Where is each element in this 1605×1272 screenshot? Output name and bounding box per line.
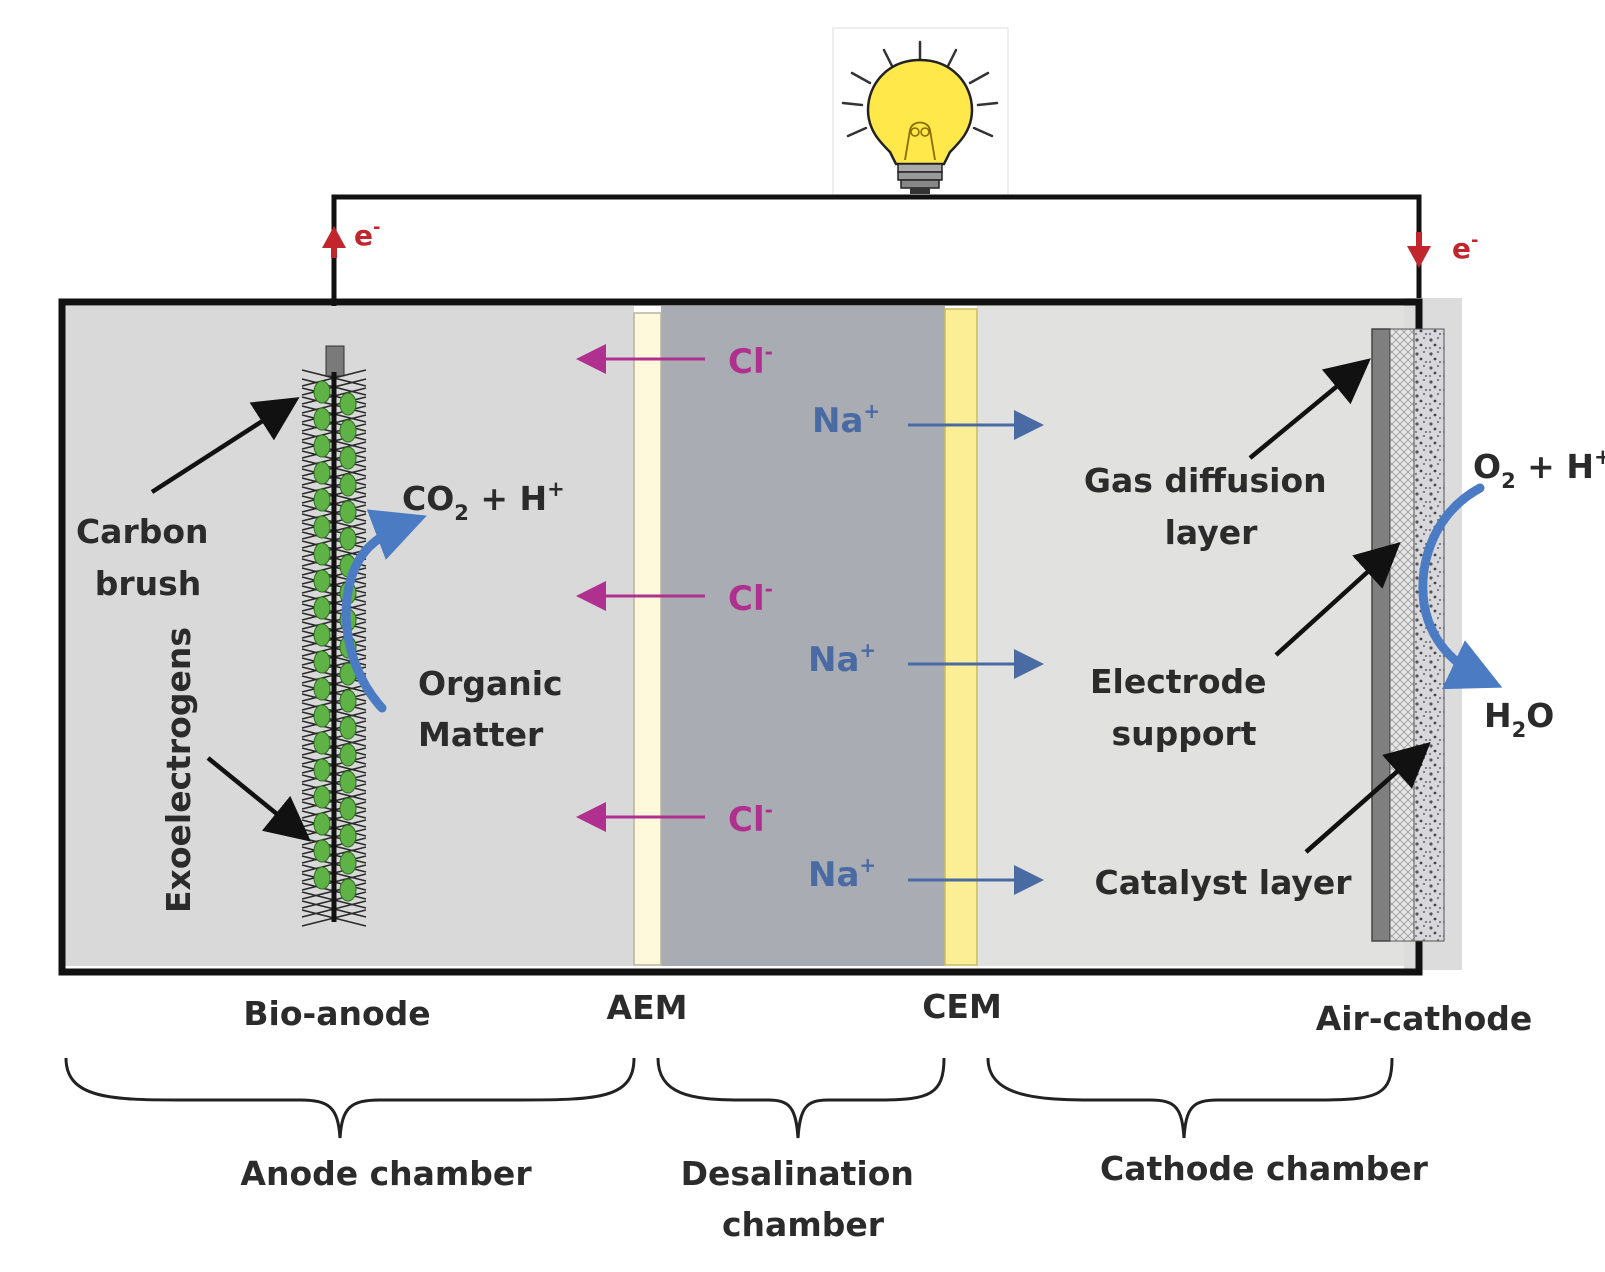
exoelectrogens-pointer: [206, 756, 311, 842]
exoelectrogen-cell: [313, 866, 331, 890]
exoelectrogen-cell: [313, 623, 331, 647]
gas-diffusion-layer-pointer: [1248, 358, 1371, 460]
desalination-chamber-fill: [661, 306, 945, 966]
exoelectrogen-cell: [313, 758, 331, 782]
exoelectrogen-cell: [339, 770, 357, 794]
catalyst-layer-label: Catalyst layer: [1095, 863, 1353, 902]
exoelectrogen-cell: [313, 488, 331, 512]
chloride-ion-label-1: Cl-: [728, 340, 773, 382]
exoelectrogen-cell: [313, 839, 331, 863]
exoelectrogen-cell: [313, 542, 331, 566]
sodium-ion-label-1: Na+: [812, 399, 880, 441]
cem-label: CEM: [922, 987, 1002, 1026]
organic-oxidation-arrow: [341, 509, 427, 713]
carbon-brush-icon: [301, 345, 367, 927]
cathode-chamber-fill: [977, 306, 1404, 966]
exoelectrogen-cell: [313, 380, 331, 404]
electron-flow-right: e-: [1407, 230, 1478, 268]
cathode-product-label: H2O: [1484, 696, 1554, 742]
cathode-chamber-brace: [986, 1057, 1394, 1139]
exoelectrogen-cell: [339, 500, 357, 524]
exoelectrogen-cell: [339, 824, 357, 848]
chloride-ion-label-3: Cl-: [728, 798, 773, 840]
light-bulb-icon: [832, 27, 1009, 197]
exoelectrogen-cell: [313, 461, 331, 485]
anode-chamber-brace: [64, 1057, 636, 1139]
desalination-chamber-brace: [656, 1057, 946, 1139]
electrode-support: [1389, 328, 1415, 942]
exoelectrogen-cell: [339, 797, 357, 821]
exoelectrogen-cell: [339, 743, 357, 767]
electron-flow-left: e-: [322, 217, 380, 258]
exoelectrogen-cell: [339, 419, 357, 443]
chloride-ion-label-2: Cl-: [728, 577, 773, 619]
exoelectrogen-cell: [313, 677, 331, 701]
organic-matter-label: Organic Matter: [418, 664, 574, 754]
exoelectrogen-cell: [339, 878, 357, 902]
air-cathode-label: Air-cathode: [1316, 999, 1533, 1038]
electron-label-right: e-: [1452, 230, 1478, 265]
electrode-support-label: Electrode support: [1090, 662, 1278, 753]
aem-membrane: [633, 312, 662, 966]
anode-product-label: CO2 + H+: [402, 477, 565, 525]
exoelectrogen-cell: [313, 812, 331, 836]
cathode-reactant-label: O2 + H+: [1473, 445, 1605, 493]
exoelectrogen-cell: [339, 689, 357, 713]
exoelectrogens-label: Exoelectrogens: [159, 627, 198, 913]
electron-label-left: e-: [354, 217, 380, 252]
carbon-brush-label: Carbon brush: [76, 512, 220, 603]
desalination-chamber-label: Desalination chamber: [681, 1154, 926, 1244]
exoelectrogen-cell: [339, 392, 357, 416]
cathode-chamber-label: Cathode chamber: [1100, 1149, 1429, 1188]
chamber-braces: [64, 1057, 1394, 1139]
exoelectrogen-cell: [339, 473, 357, 497]
cem-membrane: [944, 308, 978, 966]
exoelectrogen-cell: [313, 704, 331, 728]
exoelectrogen-cell: [339, 527, 357, 551]
exoelectrogen-cell: [313, 731, 331, 755]
aem-label: AEM: [607, 988, 688, 1027]
gas-diffusion-layer: [1371, 328, 1391, 942]
bio-anode-label: Bio-anode: [243, 994, 430, 1033]
exoelectrogen-cell: [313, 785, 331, 809]
air-cathode: [1371, 328, 1445, 942]
exoelectrogen-cell: [339, 851, 357, 875]
exoelectrogen-cell: [313, 515, 331, 539]
sodium-flux-arrows: [908, 410, 1044, 895]
exoelectrogen-cell: [313, 434, 331, 458]
oxygen-reduction-arrow: [1418, 483, 1503, 690]
exoelectrogen-cell: [313, 596, 331, 620]
gas-diffusion-layer-label: Gas diffusion layer: [1084, 461, 1338, 552]
sodium-ion-label-2: Na+: [808, 638, 876, 680]
exoelectrogen-cell: [339, 716, 357, 740]
reactor-outline: [58, 298, 1423, 976]
carbon-brush-pointer: [150, 397, 300, 494]
exoelectrogen-cell: [339, 446, 357, 470]
anode-chamber-label: Anode chamber: [240, 1154, 532, 1193]
exoelectrogen-cell: [313, 569, 331, 593]
electrode-support-pointer: [1274, 541, 1401, 657]
sodium-ion-label-3: Na+: [808, 853, 876, 895]
chloride-flux-arrows: [576, 344, 705, 832]
exoelectrogen-cell: [313, 650, 331, 674]
catalyst-layer-pointer: [1304, 742, 1431, 854]
exoelectrogen-cell: [313, 407, 331, 431]
